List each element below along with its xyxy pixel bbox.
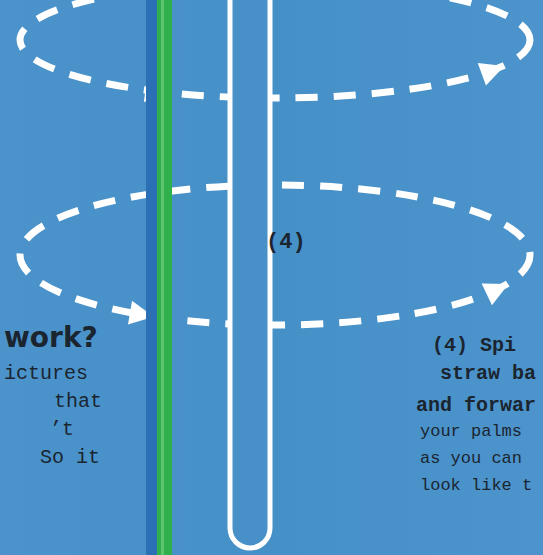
straw-outline	[230, 0, 270, 548]
arrowhead	[478, 55, 509, 86]
arrowheads	[128, 55, 514, 329]
callout-number: (4)	[266, 230, 306, 255]
body-text-fragment: ictures	[4, 362, 88, 385]
step-heading-fragment: straw ba	[440, 362, 536, 385]
step-heading-fragment: (4) Spi	[432, 334, 516, 357]
straw-highlight	[161, 0, 164, 555]
body-text-fragment: as you can	[420, 449, 522, 469]
motion-loop	[20, 0, 530, 98]
body-text-fragment: your palms	[420, 422, 522, 442]
motion-arrows	[20, 0, 530, 325]
body-text-fragment: look like t	[420, 476, 532, 496]
arrowhead	[482, 273, 514, 305]
step-heading-fragment: and forwar	[416, 394, 536, 417]
motion-loop	[20, 185, 530, 325]
straw-edge	[146, 0, 158, 555]
straw	[157, 0, 172, 555]
heading-fragment: work?	[4, 322, 98, 354]
body-text-fragment: So it	[40, 446, 100, 469]
body-text-fragment: ’t	[50, 418, 74, 441]
body-text-fragment: that	[54, 390, 102, 413]
